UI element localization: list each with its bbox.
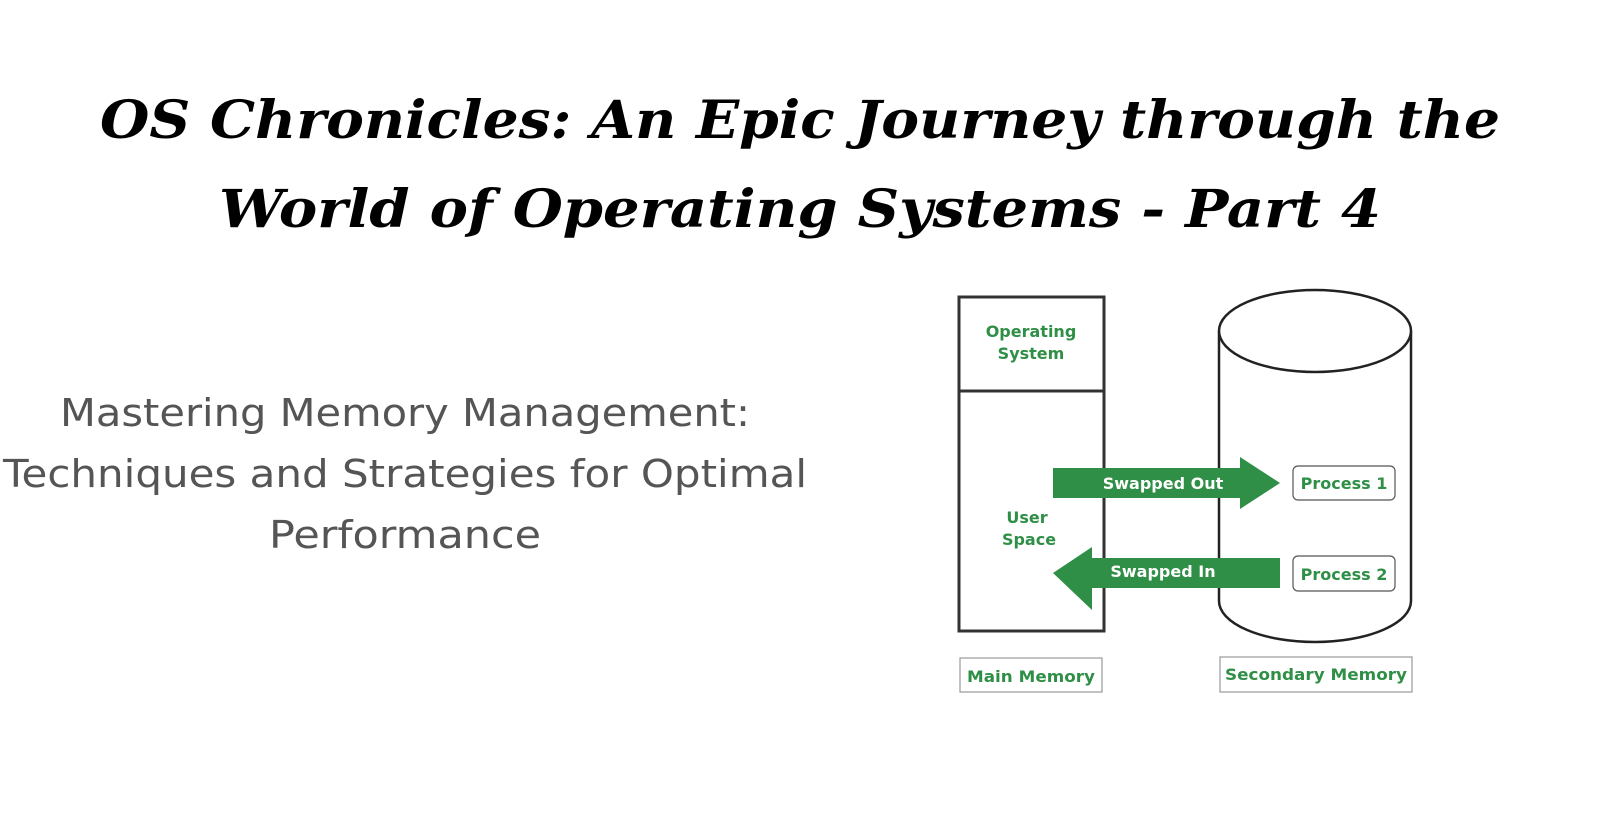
os-label-1: Operating xyxy=(986,322,1077,341)
process-1-box xyxy=(1292,465,1396,501)
swapped-out-arrow xyxy=(1053,457,1280,509)
swap-diagram: Operating System User Space Swapped Out … xyxy=(957,288,1413,693)
swapped-out-label: Swapped Out xyxy=(1103,474,1224,493)
process-1-label: Process 1 xyxy=(1301,474,1388,493)
user-space-label-2: Space xyxy=(1002,530,1056,549)
main-memory-block xyxy=(957,295,1106,633)
main-memory-caption: Main Memory xyxy=(967,667,1096,686)
subtitle-line-3: Performance xyxy=(269,513,541,557)
title-line-1: OS Chronicles: An Epic Journey through t… xyxy=(100,90,1500,151)
main-memory-caption-box xyxy=(959,657,1103,693)
swapped-in-label: Swapped In xyxy=(1110,562,1215,581)
title-line-2: World of Operating Systems - Part 4 xyxy=(219,179,1381,240)
user-space-label-1: User xyxy=(1006,508,1047,527)
process-2-box xyxy=(1292,555,1396,592)
swapped-in-arrow xyxy=(1053,547,1280,610)
subtitle-line-2: Techniques and Strategies for Optimal xyxy=(2,452,807,496)
os-label-2: System xyxy=(998,344,1065,363)
secondary-memory-caption: Secondary Memory xyxy=(1225,665,1408,684)
subtitle-line-1: Mastering Memory Management: xyxy=(60,391,750,435)
process-2-label: Process 2 xyxy=(1301,565,1388,584)
secondary-memory-caption-box xyxy=(1219,656,1413,693)
